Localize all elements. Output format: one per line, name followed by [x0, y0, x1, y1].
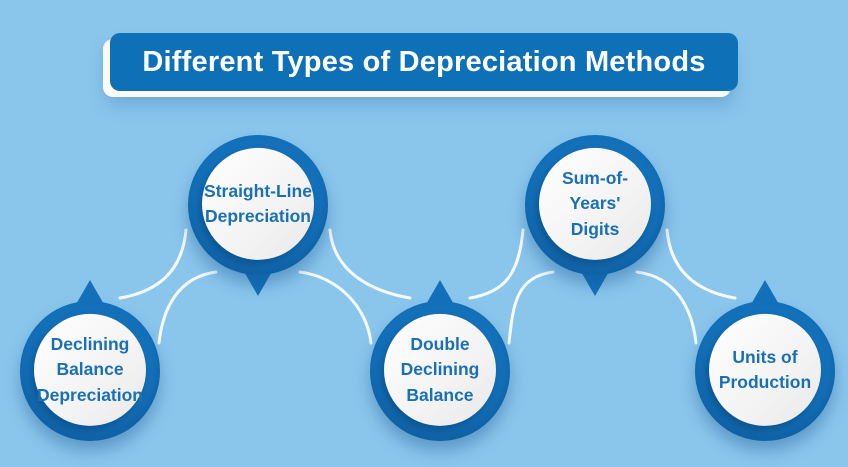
node-circle: Sum-of-Years' Digits: [539, 147, 651, 260]
node-ring: Sum-of-Years' Digits: [525, 135, 665, 275]
node-label: Declining Balance Depreciation: [37, 333, 143, 405]
connector-stroke: [468, 228, 525, 300]
connector-stroke: [298, 270, 373, 345]
node-ring: Units of Production: [695, 301, 835, 441]
node-label: Sum-of-Years' Digits: [561, 167, 629, 239]
node-circle: Declining Balance Depreciation: [34, 313, 146, 426]
connector-stroke: [328, 228, 412, 300]
connector-stroke: [118, 228, 188, 300]
connector-stroke: [665, 228, 737, 300]
node-ring: Straight-Line Depreciation: [188, 135, 328, 275]
node-circle: Units of Production: [709, 313, 821, 426]
node-ring: Double Declining Balance: [370, 301, 510, 441]
node-label: Straight-Line Depreciation: [204, 180, 312, 226]
connector-stroke: [157, 270, 218, 345]
node-label: Double Declining Balance: [400, 333, 480, 405]
node-units-of-production: Units of Production: [695, 280, 835, 441]
connector-stroke: [635, 270, 698, 345]
node-declining-balance: Declining Balance Depreciation: [20, 280, 160, 441]
node-double-declining: Double Declining Balance: [370, 280, 510, 441]
node-straight-line: Straight-Line Depreciation: [188, 135, 328, 296]
node-label: Units of Production: [718, 346, 812, 392]
title-banner: Different Types of Depreciation Methods: [110, 33, 738, 91]
node-circle: Straight-Line Depreciation: [202, 147, 314, 260]
node-sum-of-years-digits: Sum-of-Years' Digits: [525, 135, 665, 296]
node-circle: Double Declining Balance: [384, 313, 496, 426]
page-title: Different Types of Depreciation Methods: [142, 45, 706, 78]
node-ring: Declining Balance Depreciation: [20, 301, 160, 441]
connector-stroke: [507, 270, 555, 345]
